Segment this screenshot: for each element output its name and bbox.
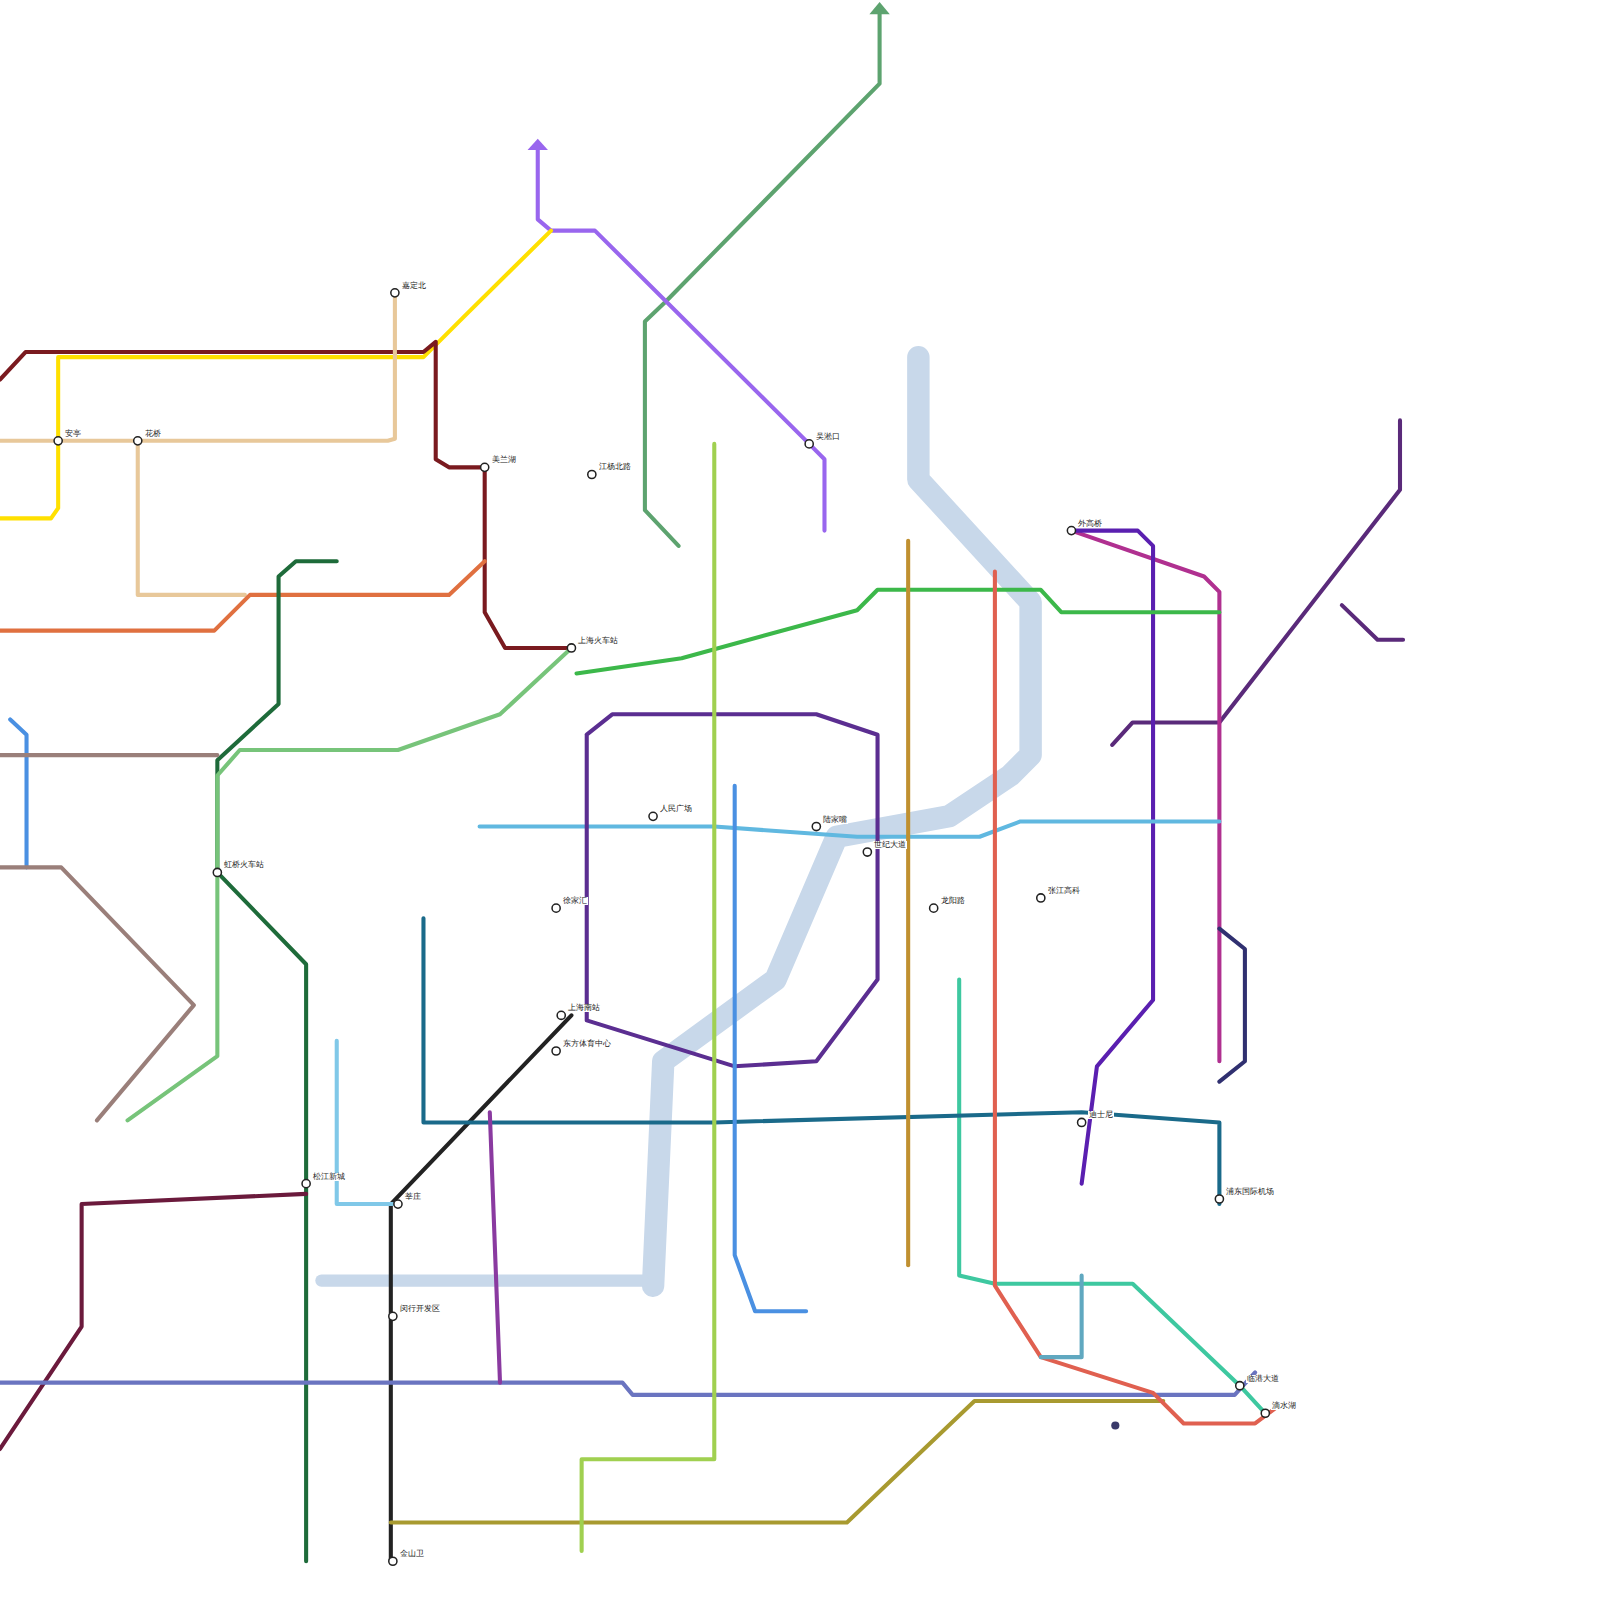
metro-line bbox=[645, 12, 880, 546]
station-label: 临港大道 bbox=[1246, 1375, 1280, 1383]
station-dot bbox=[552, 1047, 560, 1055]
station-label: 张江高科 bbox=[1047, 887, 1081, 895]
metro-line bbox=[0, 561, 485, 630]
metro-line bbox=[391, 1015, 572, 1561]
station-dot bbox=[302, 1180, 310, 1188]
station-dot bbox=[805, 440, 813, 448]
metro-line bbox=[138, 441, 245, 595]
metro-line bbox=[0, 753, 217, 757]
station-dot bbox=[213, 868, 221, 876]
station-label: 人民广场 bbox=[659, 805, 693, 813]
station-label: 花桥 bbox=[144, 430, 162, 438]
station-dot bbox=[557, 1011, 565, 1019]
station-label: 莘庄 bbox=[404, 1193, 422, 1201]
station-label: 迪士尼 bbox=[1088, 1111, 1114, 1119]
station-label: 松江新城 bbox=[312, 1173, 346, 1181]
metro-line bbox=[391, 1401, 1163, 1522]
metro-line bbox=[1112, 420, 1400, 744]
station-label: 外高桥 bbox=[1077, 520, 1103, 528]
metro-line bbox=[582, 444, 715, 1551]
station-label: 吴淞口 bbox=[815, 433, 841, 441]
station-dot bbox=[481, 463, 489, 471]
metro-line bbox=[217, 561, 336, 1561]
metro-line bbox=[423, 918, 1219, 1204]
metro-line bbox=[577, 590, 1220, 674]
metro-line bbox=[128, 648, 572, 1120]
station-label: 滴水湖 bbox=[1271, 1402, 1297, 1410]
station-label: 嘉定北 bbox=[401, 282, 427, 290]
station-label: 龙阳路 bbox=[940, 897, 966, 905]
metro-line bbox=[1041, 1276, 1082, 1358]
metro-line bbox=[906, 541, 910, 1265]
station-label: 安亭 bbox=[64, 430, 82, 438]
metro-line bbox=[1219, 929, 1245, 1082]
station-dot bbox=[54, 437, 62, 445]
metro-line bbox=[10, 719, 26, 867]
station-label: 金山卫 bbox=[399, 1550, 425, 1558]
station-label: 世纪大道 bbox=[873, 841, 907, 849]
station-label: 美兰湖 bbox=[491, 456, 517, 464]
station-label: 东方体育中心 bbox=[562, 1040, 612, 1048]
metro-line bbox=[0, 1372, 1255, 1394]
metro-line bbox=[959, 980, 1265, 1414]
station-dot bbox=[1261, 1409, 1269, 1417]
metro-line bbox=[490, 1112, 500, 1382]
metro-line bbox=[0, 342, 571, 648]
station-dot bbox=[567, 644, 575, 652]
station-dot bbox=[394, 1200, 402, 1208]
metro-line bbox=[995, 571, 1276, 1423]
station-label: 江杨北路 bbox=[598, 463, 632, 471]
station-label: 陆家嘴 bbox=[822, 816, 848, 824]
metro-line bbox=[1342, 605, 1403, 640]
river bbox=[321, 1274, 642, 1286]
station-dot bbox=[649, 812, 657, 820]
station-dot bbox=[389, 1557, 397, 1565]
metro-line bbox=[735, 786, 806, 1312]
station-label: 浦东国际机场 bbox=[1225, 1188, 1275, 1196]
map-dot bbox=[1111, 1421, 1119, 1429]
line-arrow bbox=[869, 2, 889, 14]
station-dot bbox=[1037, 894, 1045, 902]
metro-line bbox=[538, 148, 825, 531]
station-dot bbox=[930, 904, 938, 912]
station-dot bbox=[863, 848, 871, 856]
station-label: 上海南站 bbox=[567, 1004, 601, 1012]
station-dot bbox=[134, 437, 142, 445]
station-dot bbox=[1067, 527, 1075, 535]
station-label: 闵行开发区 bbox=[399, 1305, 441, 1313]
line-arrow bbox=[528, 139, 548, 150]
metro-line bbox=[1071, 531, 1153, 1184]
station-dot bbox=[812, 822, 820, 830]
river bbox=[653, 357, 1031, 1286]
station-dot bbox=[1236, 1382, 1244, 1390]
station-dot bbox=[391, 289, 399, 297]
metro-line bbox=[480, 821, 1220, 836]
metro-line bbox=[0, 231, 551, 519]
station-dot bbox=[1078, 1118, 1086, 1126]
station-dot bbox=[588, 470, 596, 478]
station-dot bbox=[552, 904, 560, 912]
station-label: 徐家汇 bbox=[562, 897, 588, 905]
station-dot bbox=[389, 1312, 397, 1320]
metro-line bbox=[0, 293, 395, 441]
metro-line bbox=[587, 714, 878, 1066]
metro-line bbox=[0, 1194, 306, 1449]
station-label: 上海火车站 bbox=[577, 637, 619, 645]
station-dot bbox=[1215, 1195, 1223, 1203]
station-label: 虹桥火车站 bbox=[223, 861, 265, 869]
metro-line bbox=[0, 867, 194, 1120]
